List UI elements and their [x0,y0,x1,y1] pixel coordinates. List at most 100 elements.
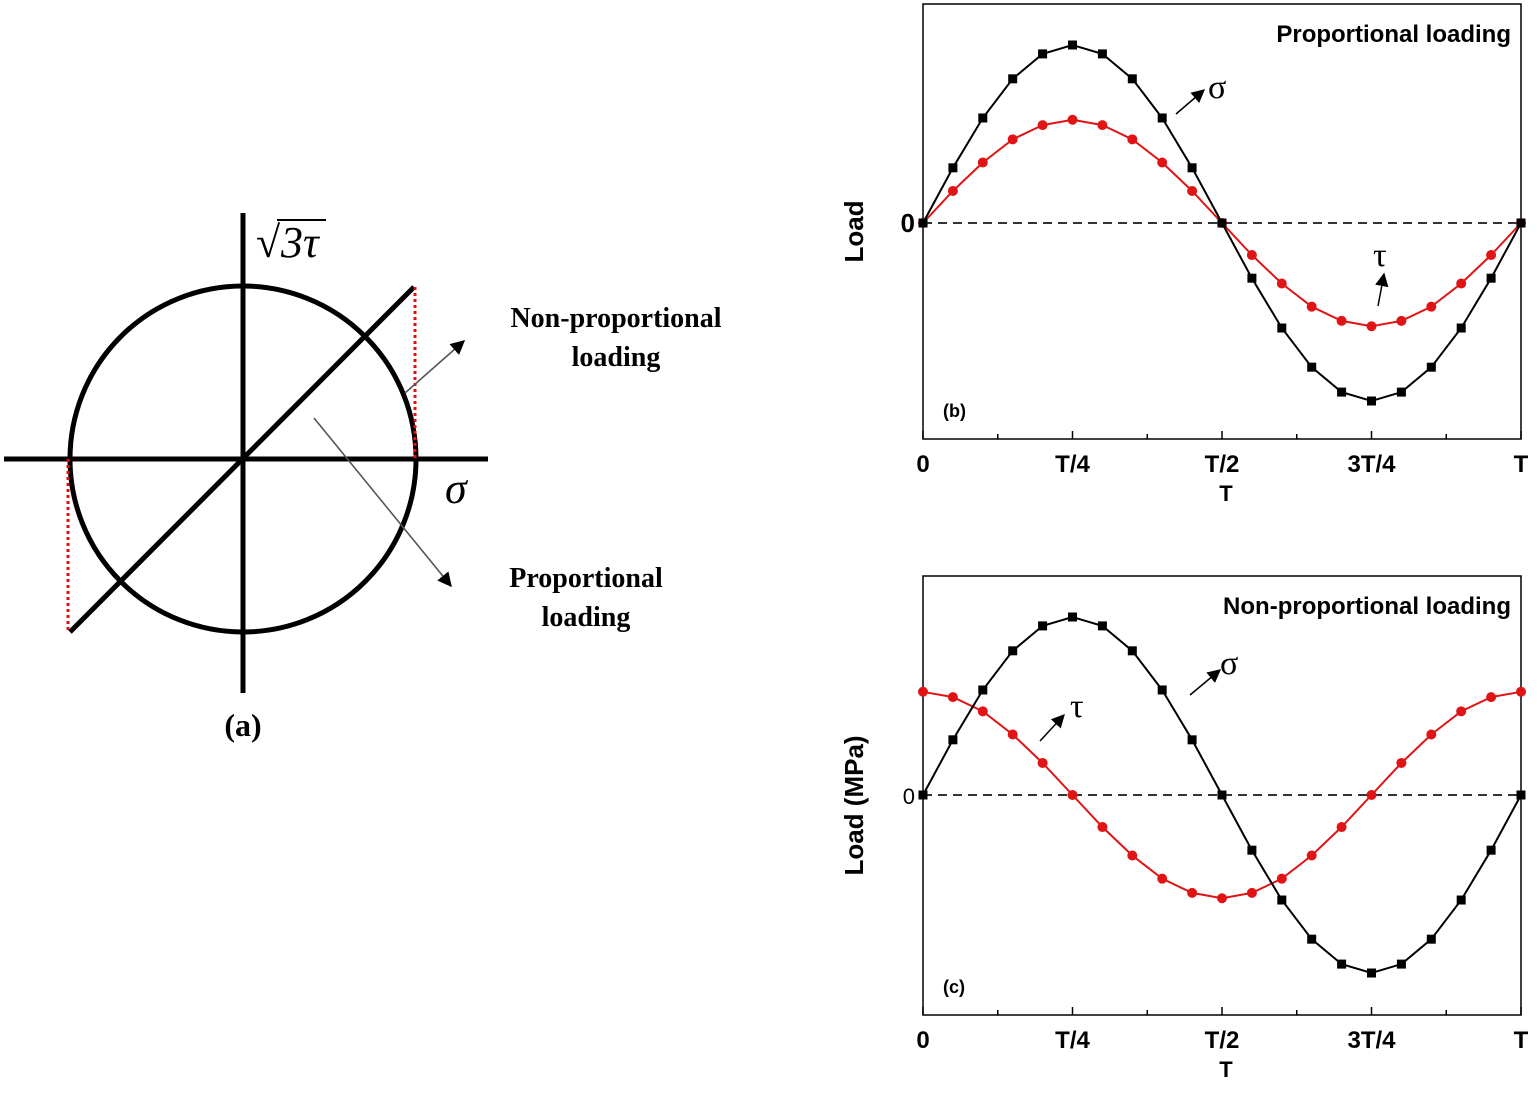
data-point-sigma [1217,790,1227,800]
x-axis-label-b: T [1219,481,1233,506]
x-axis-label-c: T [1219,1057,1233,1082]
data-point-sigma [1068,40,1077,50]
data-point-tau [1067,114,1078,125]
data-point-tau [1456,706,1467,717]
data-point-sigma [1068,612,1077,622]
x-tick-label-b: T/2 [1205,451,1240,478]
data-point-sigma [1038,49,1048,59]
series-sigma-b [918,40,1526,406]
data-point-tau [1276,278,1287,289]
proportional-annotation-line1: Proportional [509,563,663,594]
data-point-sigma [1008,74,1018,84]
data-point-sigma [1337,959,1347,969]
data-point-sigma [1486,845,1496,855]
panel-label-c: (c) [943,977,965,997]
x-tick-label-b: T [1514,451,1529,478]
series-label-tau: τ [1373,237,1387,274]
data-point-sigma [948,735,958,745]
data-point-sigma [1456,895,1466,905]
data-point-sigma [1097,621,1107,631]
data-point-sigma [1396,387,1406,397]
data-point-sigma [1097,49,1107,59]
proportional-path-line [68,285,416,634]
data-point-sigma [1307,934,1317,944]
data-point-tau [977,706,988,717]
data-point-tau [1246,887,1257,898]
data-point-sigma [1217,218,1227,228]
data-point-tau [1037,757,1048,768]
series-tau-c [918,686,1526,904]
x-tick-label-b: T/4 [1055,451,1090,478]
y-axis-label-c: Load (MPa) [839,735,869,875]
data-point-tau [1396,757,1407,768]
data-point-sigma [1187,735,1197,745]
series-label-tau: τ [1070,688,1084,725]
chart-title-b: Proportional loading [1276,21,1511,48]
data-point-sigma [1516,218,1526,228]
data-point-tau [1336,822,1347,833]
data-point-sigma [1008,646,1018,656]
panel-label-b: (b) [943,401,966,421]
series-label-arrow [1375,272,1389,307]
data-point-tau [1306,850,1317,861]
y-axis-label-b: Load [839,200,869,262]
data-point-tau [1516,686,1526,697]
data-point-sigma [918,218,928,228]
data-point-tau [1127,850,1138,861]
series-label-sigma: σ [1220,645,1238,682]
data-point-tau [1426,729,1437,740]
nonproportional-annotation-line2: loading [572,342,661,373]
x-tick-label-c: T/2 [1205,1027,1240,1054]
series-label-arrow [1189,669,1222,696]
data-point-tau [1037,120,1048,131]
y-tick-label-b: 0 [901,208,915,238]
data-point-tau [918,686,928,697]
data-point-tau [1217,893,1227,904]
x-tick-label-b: 3T/4 [1347,451,1396,478]
data-point-tau [1187,185,1198,196]
x-tick-label-b: 0 [916,451,929,478]
data-point-tau [1007,134,1018,145]
data-point-sigma [1396,959,1406,969]
sigma-axis-label: σ [445,464,469,513]
data-point-sigma [978,113,988,123]
data-point-tau [1127,134,1138,145]
x-tick-label-c: T/4 [1055,1027,1090,1054]
data-point-tau [1396,315,1407,326]
data-point-tau [1157,157,1168,168]
data-point-sigma [1426,934,1436,944]
data-point-sigma [1516,790,1526,800]
tau-axis-radical: √ [256,218,281,267]
data-point-sigma [1277,895,1287,905]
data-point-sigma [1426,362,1436,372]
data-point-tau [1486,692,1497,703]
panel-a: √ 3τ σ Non-proportional loading Proporti… [4,213,722,743]
data-point-sigma [1456,323,1466,333]
data-point-sigma [1187,163,1197,173]
data-point-tau [1456,278,1467,289]
panel-a-caption: (a) [224,707,261,743]
data-point-tau [1366,321,1377,332]
data-point-tau [1276,873,1287,884]
x-tick-label-c: 0 [916,1027,929,1054]
data-point-sigma [1247,845,1257,855]
data-point-sigma [1247,273,1257,283]
data-point-sigma [948,163,958,173]
data-point-sigma [918,790,928,800]
data-point-sigma [1127,646,1137,656]
data-point-tau [1187,887,1198,898]
data-point-tau [1067,790,1078,800]
nonproportional-annotation-line1: Non-proportional [510,303,721,334]
series-label-sigma: σ [1208,69,1226,106]
proportional-annotation-line2: loading [542,602,631,633]
data-point-tau [1306,301,1317,312]
x-tick-label-c: 3T/4 [1347,1027,1396,1054]
data-point-sigma [978,685,988,695]
data-point-tau [1007,729,1018,740]
tau-axis-label: 3τ [280,218,321,267]
y-tick-label-c: 0 [903,784,915,809]
chart-title-c: Non-proportional loading [1223,593,1511,620]
data-point-tau [1097,120,1108,131]
